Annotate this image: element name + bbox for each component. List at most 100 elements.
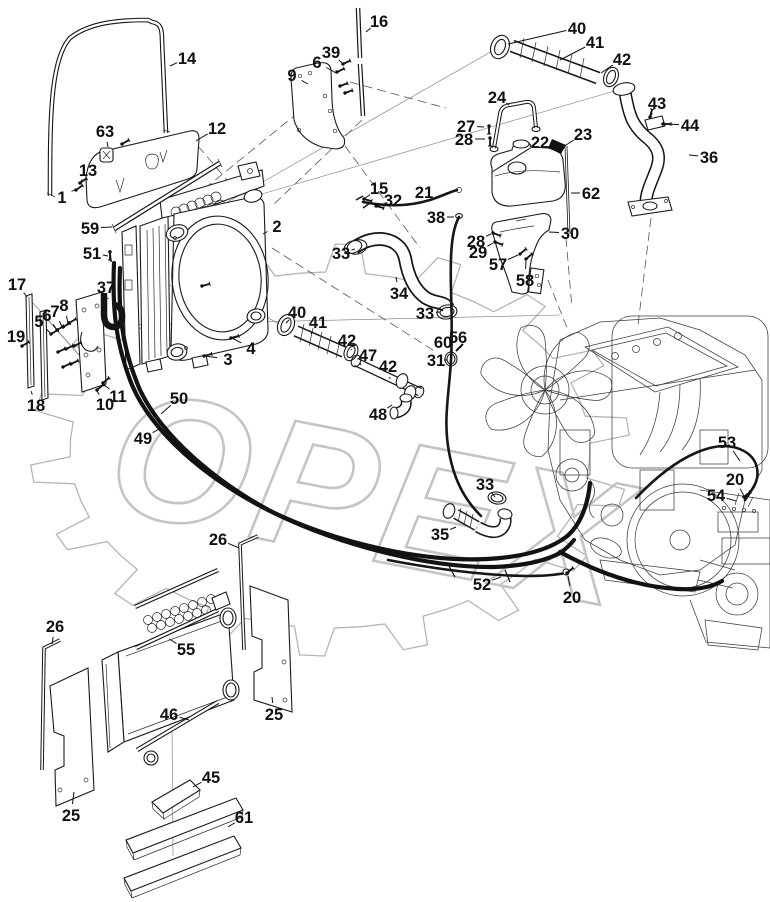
- callout-leader-6: [52, 323, 58, 331]
- callout-label-39: 39: [322, 44, 340, 62]
- watermark-gear-icon: [30, 243, 630, 657]
- oil-cooler-assembly: [40, 534, 293, 899]
- part-strap-24: [489, 99, 541, 153]
- callout-leader-55: [168, 638, 177, 644]
- callout-leader-41: [310, 331, 313, 335]
- callout-leader-50: [160, 404, 172, 415]
- callout-leader-13: [79, 179, 83, 184]
- callout-label-26: 26: [46, 618, 64, 636]
- part-hose-34: [343, 232, 458, 320]
- callout-label-22: 22: [531, 134, 549, 152]
- callout-label-32: 32: [384, 192, 402, 210]
- callout-leader-59: [100, 226, 113, 228]
- callout-label-52: 52: [473, 576, 491, 594]
- callout-leader-33: [351, 248, 356, 251]
- fastener-icon: [56, 346, 67, 354]
- hose-21-down: [445, 215, 483, 518]
- callout-label-38: 38: [427, 209, 445, 227]
- callout-leader-3: [204, 355, 218, 359]
- part-pad-45: [151, 779, 201, 820]
- part-rod-62: [564, 145, 571, 235]
- part-bracket-9: [290, 62, 346, 150]
- callout-leader-8: [65, 315, 69, 324]
- part-bar-46: [135, 700, 220, 752]
- callout-leader-61: [227, 822, 235, 828]
- callout-leader-20: [739, 488, 745, 497]
- fastener-icon: [491, 231, 502, 238]
- callout-label-42: 42: [379, 358, 397, 376]
- engine: [475, 315, 769, 593]
- radiator-assembly: [121, 161, 269, 373]
- part-strip-16: [355, 7, 366, 117]
- callout-label-37: 37: [97, 279, 115, 297]
- callout-leader-36: [688, 154, 699, 157]
- callout-label-56: 56: [449, 329, 467, 347]
- callout-leader-28: [485, 233, 492, 237]
- callout-label-45: 45: [202, 769, 220, 787]
- callout-label-10: 10: [96, 396, 114, 414]
- callout-label-40: 40: [288, 304, 306, 322]
- callout-label-11: 11: [109, 388, 126, 406]
- callout-leader-63: [106, 141, 109, 148]
- callout-label-21: 21: [415, 184, 433, 202]
- callout-label-53: 53: [718, 434, 736, 452]
- callout-label-2: 2: [272, 218, 281, 236]
- callout-leader-32: [376, 203, 383, 207]
- fastener-icon: [74, 183, 85, 192]
- cable-50: [117, 265, 577, 570]
- part-elbow-35: [442, 491, 513, 538]
- callout-label-42: 42: [338, 332, 356, 350]
- callout-label-46: 46: [160, 706, 178, 724]
- callout-leader-48: [387, 404, 393, 409]
- callout-leader-53: [732, 450, 741, 462]
- fastener-icon: [565, 566, 575, 575]
- callout-leader-40: [285, 319, 290, 324]
- callout-label-50: 50: [170, 390, 188, 408]
- callout-leader-25: [71, 791, 75, 805]
- callout-label-20: 20: [563, 589, 581, 607]
- fastener-icon: [72, 340, 83, 348]
- callout-label-28: 28: [467, 233, 485, 251]
- callout-leader-23: [562, 139, 575, 148]
- callout-leader-29: [487, 242, 494, 247]
- callout-leader-30: [548, 231, 560, 233]
- callout-label-4: 4: [246, 340, 256, 358]
- callout-leader-18: [30, 390, 33, 395]
- callout-label-33: 33: [416, 305, 434, 323]
- part-cap-23: [548, 139, 566, 154]
- hose-train-top: [489, 34, 620, 88]
- callout-label-60: 60: [434, 334, 452, 352]
- callout-label-62: 62: [582, 185, 600, 203]
- part-clip-63: [99, 147, 114, 163]
- callout-label-14: 14: [178, 50, 197, 68]
- callout-leader-57: [507, 254, 519, 260]
- callout-leader-34: [395, 276, 398, 283]
- callout-label-27: 27: [457, 118, 475, 136]
- callout-label-33: 33: [332, 245, 350, 263]
- callout-leader-26: [51, 636, 54, 645]
- part-panel-25-left: [49, 667, 95, 807]
- transmission: [626, 483, 770, 651]
- fastener-icon: [518, 247, 528, 256]
- part-panel-25-right: [249, 585, 293, 713]
- callout-leader-2: [262, 231, 268, 235]
- fan-icon: [475, 324, 615, 462]
- cable-53: [634, 444, 759, 502]
- callout-label-29: 29: [469, 244, 487, 262]
- callout-leader-11: [102, 383, 110, 390]
- callout-leader-60: [449, 350, 453, 354]
- callout-leader-24: [505, 102, 510, 106]
- callout-leader-40: [507, 30, 567, 45]
- callout-label-16: 16: [370, 13, 388, 31]
- part-hose-37: [100, 293, 126, 331]
- callout-label-8: 8: [59, 297, 68, 315]
- callout-label-49: 49: [134, 430, 152, 448]
- callout-label-42: 42: [613, 51, 631, 69]
- callout-label-33: 33: [476, 476, 494, 494]
- callout-leader-42: [600, 64, 614, 74]
- callout-leader-16: [365, 27, 371, 33]
- callout-leader-41: [559, 46, 586, 61]
- callout-label-15: 15: [370, 180, 388, 198]
